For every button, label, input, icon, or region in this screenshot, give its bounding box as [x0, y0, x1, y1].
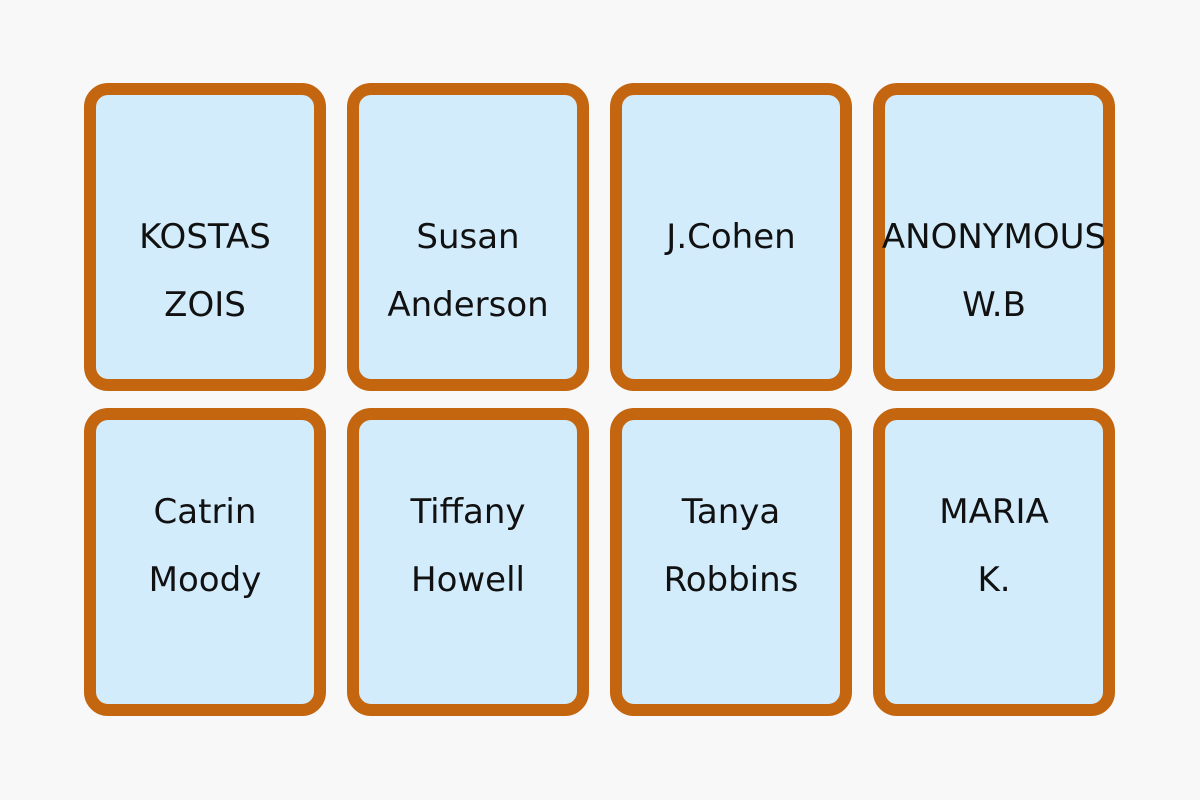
card-name-line-2: K. — [977, 560, 1011, 600]
name-card-4[interactable]: ANONYMOUS W.B — [873, 83, 1115, 391]
name-card-6[interactable]: Tiffany Howell — [347, 408, 589, 716]
card-name-line-1: Susan — [416, 217, 520, 257]
card-name: Tanya Robbins — [608, 478, 854, 614]
name-card-2[interactable]: Susan Anderson — [347, 83, 589, 391]
card-name-line-1: MARIA — [939, 492, 1049, 532]
card-name: ANONYMOUS W.B — [871, 203, 1117, 339]
card-name: Tiffany Howell — [345, 478, 591, 614]
card-name-line-2: W.B — [962, 285, 1026, 325]
card-name-line-1: Tiffany — [410, 492, 526, 532]
card-name-line-1: Catrin — [153, 492, 257, 532]
card-name: Susan Anderson — [345, 203, 591, 339]
name-card-1[interactable]: KOSTAS ZOIS — [84, 83, 326, 391]
card-name-line-1: KOSTAS — [139, 217, 271, 257]
card-name-line-2: Moody — [148, 560, 262, 600]
name-card-7[interactable]: Tanya Robbins — [610, 408, 852, 716]
card-name-line-2: Robbins — [663, 560, 799, 600]
card-name-line-2: Howell — [411, 560, 525, 600]
card-name-line-2: ZOIS — [164, 285, 246, 325]
name-card-3[interactable]: J.Cohen — [610, 83, 852, 391]
name-card-5[interactable]: Catrin Moody — [84, 408, 326, 716]
card-name-line-1: J.Cohen — [666, 217, 796, 257]
card-name: KOSTAS ZOIS — [82, 203, 328, 339]
name-card-8[interactable]: MARIA K. — [873, 408, 1115, 716]
card-name-line-2 — [608, 271, 854, 339]
card-name: J.Cohen — [608, 203, 854, 339]
card-name-line-1: Tanya — [681, 492, 781, 532]
card-name: Catrin Moody — [82, 478, 328, 614]
card-name: MARIA K. — [871, 478, 1117, 614]
card-name-line-1: ANONYMOUS — [881, 217, 1107, 257]
card-name-line-2: Anderson — [387, 285, 549, 325]
